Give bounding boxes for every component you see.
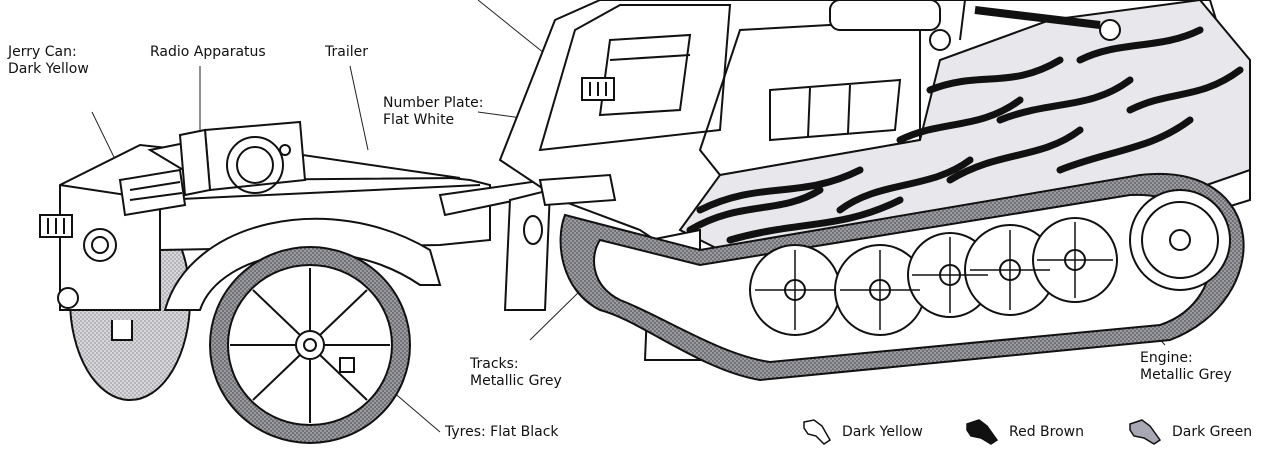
jerry-can-label-line2: Dark Yellow (8, 61, 89, 77)
jerry-can-label: Jerry Can: Dark Yellow (8, 44, 89, 78)
tyres-label: Tyres: Flat Black (445, 424, 559, 441)
number-plate-label: Number Plate: Flat White (383, 95, 483, 129)
red-brown-swatch-icon (966, 419, 999, 445)
tracks-label-line1: Tracks: (470, 356, 519, 372)
engine-label-line1: Engine: (1140, 350, 1193, 366)
radio-apparatus-label: Radio Apparatus (150, 44, 266, 61)
legend-dark-green: Dark Green (1128, 418, 1252, 446)
legend-dark-yellow-label: Dark Yellow (842, 424, 923, 440)
radio-apparatus-text: Radio Apparatus (150, 44, 266, 60)
radio-box (178, 120, 307, 197)
legend-red-brown: Red Brown (965, 418, 1084, 446)
legend-dark-yellow: Dark Yellow (802, 418, 923, 446)
number-plate-label-line2: Flat White (383, 112, 455, 128)
tracks-label: Tracks: Metallic Grey (470, 356, 562, 390)
trailer-label: Trailer (325, 44, 368, 61)
tyres-text: Tyres: Flat Black (445, 424, 559, 440)
legend-dark-green-label: Dark Green (1172, 424, 1253, 440)
jerry-can-label-line1: Jerry Can: (8, 44, 77, 60)
tracks-label-line2: Metallic Grey (470, 373, 562, 389)
engine-label: Engine: Metallic Grey (1140, 350, 1232, 384)
number-plate-label-line1: Number Plate: (383, 95, 484, 111)
trailer-text: Trailer (325, 44, 368, 60)
dark-yellow-swatch-icon (803, 419, 831, 445)
halftrack (498, 0, 1251, 382)
trailer (39, 120, 567, 444)
legend-red-brown-label: Red Brown (1009, 424, 1084, 440)
dark-green-swatch-icon (1129, 419, 1162, 445)
engine-label-line2: Metallic Grey (1140, 367, 1232, 383)
